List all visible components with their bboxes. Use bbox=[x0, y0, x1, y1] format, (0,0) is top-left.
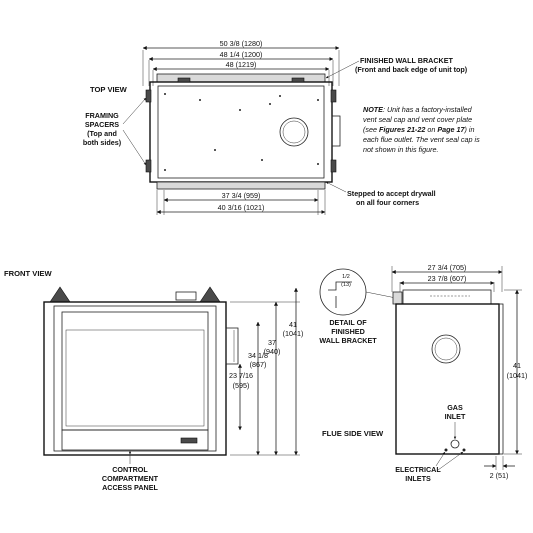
dim-mid-width: 48 1/4 (1200) bbox=[220, 50, 263, 59]
note-block: NOTE: Unit has a factory-installed vent … bbox=[363, 105, 480, 154]
dim-flue-overall: 27 3/4 (705) bbox=[428, 263, 467, 272]
top-vent-box bbox=[175, 291, 197, 301]
front-glass-frame bbox=[61, 311, 209, 431]
framing-spacer bbox=[330, 159, 337, 173]
note-lead: NOTE bbox=[363, 105, 383, 114]
flue-top-box bbox=[402, 289, 492, 305]
dim-overall-width: 50 3/8 (1280) bbox=[220, 39, 263, 48]
dim-flue-inner: 23 7/8 (607) bbox=[428, 274, 467, 283]
note-ref: Page 17 bbox=[437, 125, 465, 134]
gas-inlet bbox=[450, 439, 460, 449]
leader-line bbox=[437, 451, 464, 471]
framing-spacer bbox=[291, 77, 305, 83]
gas-inlet-label: GAS bbox=[447, 403, 463, 412]
detail-dim: 1/2 bbox=[342, 274, 350, 280]
flue-side-body bbox=[395, 303, 500, 455]
side-vent-box bbox=[225, 327, 239, 365]
note-text: (see bbox=[363, 125, 379, 134]
note-ref: Figures 21-22 bbox=[379, 125, 425, 134]
note-text: on bbox=[425, 125, 437, 134]
note-text: : Unit has a factory-installed bbox=[383, 105, 473, 114]
flue-outlet-side bbox=[431, 334, 461, 364]
side-flue-box bbox=[331, 115, 341, 147]
leader-line bbox=[325, 181, 347, 193]
flue-outlet bbox=[279, 117, 309, 147]
front-view-title: FRONT VIEW bbox=[4, 269, 53, 278]
detail-leader bbox=[365, 291, 397, 299]
dim-front-height-inner: 34 1/8 bbox=[248, 351, 268, 360]
dim-front-height-outer: 41 bbox=[289, 320, 297, 329]
control-label: ACCESS PANEL bbox=[102, 483, 158, 492]
framing-spacer bbox=[145, 159, 152, 173]
unit-top-inner bbox=[157, 85, 325, 179]
detail-label: DETAIL OF bbox=[329, 318, 367, 327]
wall-bracket-front bbox=[156, 181, 326, 190]
framing-spacers-label: (Top and bbox=[87, 129, 117, 138]
top-view-title: TOP VIEW bbox=[90, 85, 128, 94]
dim-front-height-mid: 37 bbox=[268, 338, 276, 347]
electrical-inlets-label: ELECTRICAL bbox=[395, 465, 441, 474]
dim-front-height-glass: (595) bbox=[233, 381, 250, 390]
note-line-3: (see Figures 21-22 on Page 17) in bbox=[363, 125, 475, 134]
note-line-1: NOTE: Unit has a factory-installed bbox=[363, 105, 473, 114]
dim-bottom-inner: 37 3/4 (959) bbox=[222, 191, 261, 200]
framing-spacers-label: both sides) bbox=[83, 138, 122, 147]
flue-side-view: 27 3/4 (705) 23 7/8 (607) FLUE SIDE VIEW… bbox=[322, 263, 527, 483]
corner-bracket bbox=[49, 286, 71, 303]
detail-label: FINISHED bbox=[331, 327, 365, 336]
unit-top-outline bbox=[149, 81, 333, 183]
front-view: FRONT VIEW 41 (1041) 37 (940) 34 1/8 (86… bbox=[4, 269, 303, 492]
dim-flue-height: 41 bbox=[513, 361, 521, 370]
dim-flue-bottom: 2 (51) bbox=[490, 471, 509, 480]
note-line-4: each flue outlet. The vent seal cap is bbox=[363, 135, 480, 144]
flue-outlet-side-inner bbox=[434, 337, 458, 361]
framing-spacer bbox=[330, 89, 337, 103]
front-glass bbox=[65, 329, 205, 427]
front-mid-frame bbox=[53, 305, 217, 452]
framing-spacer bbox=[177, 77, 191, 83]
framing-spacers-label: FRAMING bbox=[85, 111, 119, 120]
leader-line bbox=[325, 60, 360, 79]
front-outer-frame bbox=[43, 301, 227, 456]
note-text: ) in bbox=[464, 125, 475, 134]
note-line-2: vent seal cap and vent cover plate bbox=[363, 115, 472, 124]
control-label: COMPARTMENT bbox=[102, 474, 159, 483]
control-label: CONTROL bbox=[112, 465, 148, 474]
note-line-5: not shown in this figure. bbox=[363, 145, 439, 154]
leader-line bbox=[122, 129, 147, 166]
flue-side-edge bbox=[498, 303, 504, 455]
dim-front-height-inner: (867) bbox=[250, 360, 267, 369]
electrical-inlet bbox=[462, 448, 466, 452]
control-compartment bbox=[61, 429, 209, 451]
flue-view-title: FLUE SIDE VIEW bbox=[322, 429, 384, 438]
top-view: 50 3/8 (1280) 48 1/4 (1200) 48 (1219) bbox=[83, 39, 468, 215]
electrical-inlet bbox=[444, 448, 448, 452]
detail-dim: (13) bbox=[341, 282, 351, 288]
dim-front-height-outer: (1041) bbox=[283, 329, 304, 338]
control-panel-logo bbox=[180, 437, 198, 444]
dim-inner-width: 48 (1219) bbox=[226, 60, 257, 69]
electrical-inlets-label: INLETS bbox=[405, 474, 431, 483]
stepped-label: Stepped to accept drywall bbox=[347, 189, 436, 198]
flue-bracket-left bbox=[392, 291, 403, 305]
stepped-label: on all four corners bbox=[356, 198, 419, 207]
leader-line bbox=[122, 97, 147, 125]
leader-line bbox=[435, 451, 446, 467]
dim-front-height-glass: 23 7/16 bbox=[229, 371, 253, 380]
bracket-detail: 1/2 (13) DETAIL OF FINISHED WALL BRACKET bbox=[319, 268, 397, 345]
screw-dots bbox=[164, 93, 319, 171]
detail-label: WALL BRACKET bbox=[319, 336, 377, 345]
dim-flue-height: (1041) bbox=[507, 371, 528, 380]
flue-outlet-inner bbox=[282, 120, 306, 144]
gas-inlet-label: INLET bbox=[445, 412, 466, 421]
dim-bottom-outer: 40 3/16 (1021) bbox=[218, 203, 265, 212]
dim-front-height-mid: (940) bbox=[264, 347, 281, 356]
bracket-label: FINISHED WALL BRACKET bbox=[360, 56, 454, 65]
bracket-sub-label: (Front and back edge of unit top) bbox=[355, 65, 468, 74]
corner-bracket bbox=[199, 286, 221, 303]
framing-spacers-label: SPACERS bbox=[85, 120, 119, 129]
detail-bracket-profile bbox=[328, 281, 352, 291]
framing-spacer bbox=[145, 89, 152, 103]
